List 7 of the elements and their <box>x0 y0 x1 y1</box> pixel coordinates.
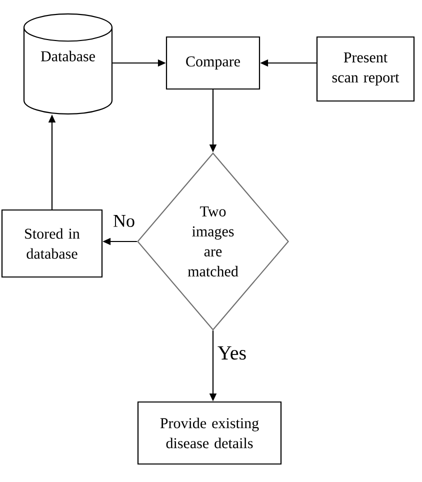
process-box: Present scan report <box>316 36 415 102</box>
edge-label: No <box>112 214 136 228</box>
process-box: Stored in database <box>1 209 103 278</box>
process-box: Provide existing disease details <box>137 401 282 465</box>
edge-label: Yes <box>216 345 248 361</box>
process-box: Compare <box>166 36 260 90</box>
database-cylinder: Database <box>23 13 113 114</box>
